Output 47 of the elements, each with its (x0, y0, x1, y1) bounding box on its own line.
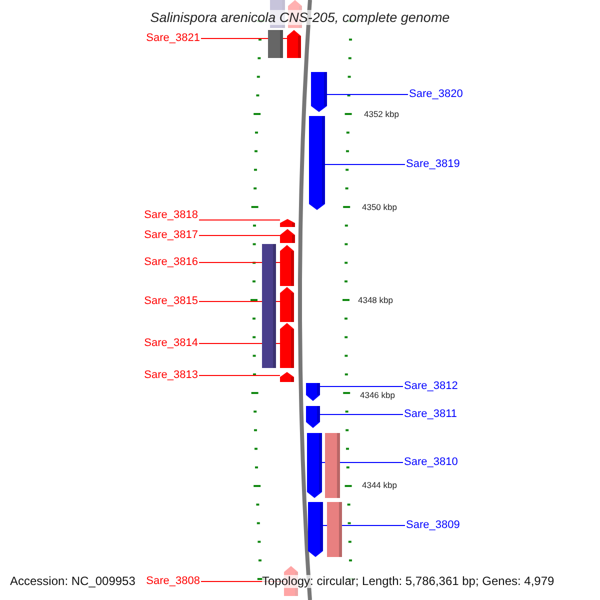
gene-label: Sare_3820 (409, 88, 463, 101)
leader-line (320, 386, 404, 387)
title: Salinispora arenicola CNS-205, complete genome (150, 10, 450, 25)
gene-label: Sare_3809 (406, 519, 460, 532)
feature-bar (262, 244, 276, 286)
gene-label: Sare_3812 (404, 380, 458, 393)
gene-label: Sare_3819 (406, 158, 460, 171)
feature-bar (262, 286, 276, 322)
leader-line (324, 164, 406, 165)
scale-label: 4350 kbp (362, 202, 397, 212)
gene-label: Sare_3816 (144, 256, 198, 269)
gene-feature (280, 229, 295, 243)
gene-feature (280, 372, 294, 382)
info-text: Accession: NC_009953 (10, 575, 136, 588)
gene-feature (306, 406, 320, 428)
gene-feature (307, 433, 322, 498)
scale-label: 4344 kbp (362, 480, 397, 490)
gene-feature (306, 383, 320, 401)
gene-label: Sare_3821 (146, 32, 200, 45)
gene-feature (308, 502, 323, 557)
feature-bar (262, 322, 276, 368)
leader-line (198, 375, 280, 376)
gene-feature (280, 287, 294, 322)
scale-label: 4346 kbp (360, 390, 395, 400)
gene-label: Sare_3815 (144, 295, 198, 308)
gene-label: Sare_3818 (144, 209, 198, 222)
gene-label: Sare_3811 (404, 408, 458, 421)
feature-bar (268, 30, 283, 58)
feature-bar (325, 433, 340, 498)
scale-label: 4348 kbp (358, 295, 393, 305)
leader-line (320, 414, 404, 415)
feature-bar (327, 502, 342, 557)
gene-feature (311, 72, 327, 112)
gene-feature (309, 116, 325, 210)
scale-label: 4352 kbp (364, 109, 399, 119)
gene-label: Sare_3817 (144, 229, 198, 242)
leader-line (326, 94, 408, 95)
gene-feature (280, 219, 295, 227)
gene-label: Sare_3813 (144, 369, 198, 382)
gene-feature (280, 245, 294, 286)
gene-label: Sare_3814 (144, 337, 198, 350)
gene-feature (287, 30, 301, 58)
gene-label: Sare_3810 (404, 456, 458, 469)
leader-line (198, 235, 280, 236)
info-text: Topology: circular; Length: 5,786,361 bp; Genes: 4,979 (262, 575, 554, 588)
gene-label: Sare_3808 (146, 575, 200, 588)
gene-feature (280, 323, 294, 368)
